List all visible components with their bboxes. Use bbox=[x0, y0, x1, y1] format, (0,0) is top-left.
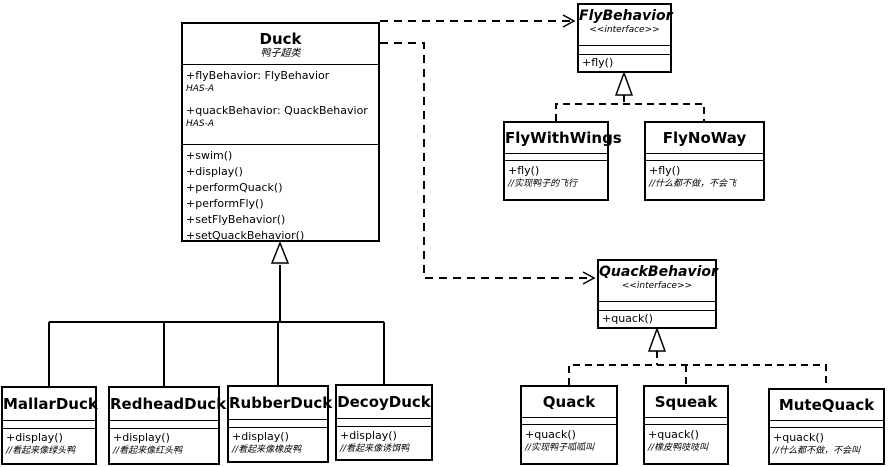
squeak-methods: +quack() //橡皮鸭吱吱叫 bbox=[645, 424, 727, 454]
quack-behavior-method: +quack() bbox=[602, 312, 653, 325]
fly-with-wings-note: //实现鸭子的飞行 bbox=[508, 179, 578, 189]
fly-behavior-interface: FlyBehavior <<interface>> +fly() bbox=[577, 3, 673, 73]
mallar-duck-methods: +display() //看起来像绿头鸭 bbox=[3, 428, 95, 457]
redhead-duck-class: RedheadDuck +display() //看起来像红头鸭 bbox=[108, 386, 227, 465]
duck-methods: +swim() +display() +performQuack() +perf… bbox=[183, 144, 378, 244]
mallar-duck-note: //看起来像绿头鸭 bbox=[6, 446, 76, 456]
rubber-duck-method: +display() bbox=[232, 430, 289, 443]
fly-behavior-name: FlyBehavior bbox=[579, 8, 673, 24]
fly-no-way-note: //什么都不做，不会飞 bbox=[649, 179, 737, 189]
squeak-note: //橡皮鸭吱吱叫 bbox=[648, 443, 709, 453]
attribute-quack-behavior: +quackBehavior: QuackBehavior bbox=[186, 104, 368, 117]
quack-realization-line bbox=[568, 351, 827, 388]
quack-behavior-interface: QuackBehavior <<interface>> +quack() bbox=[597, 259, 718, 329]
quack-name: Quack bbox=[542, 393, 596, 411]
duck-generalization-line bbox=[48, 265, 385, 386]
decoy-duck-name: DecoyDuck bbox=[337, 393, 431, 411]
fly-with-wings-method: +fly() bbox=[508, 164, 540, 177]
fly-behavior-stereotype: <<interface>> bbox=[589, 25, 660, 35]
fly-realization-line bbox=[555, 95, 705, 121]
redhead-duck-methods: +display() //看起来像红头鸭 bbox=[110, 428, 218, 457]
method-perform-quack: +performQuack() bbox=[186, 181, 283, 194]
decoy-duck-class: DecoyDuck +display() //看起来像诱饵鸭 bbox=[335, 384, 433, 461]
method-set-fly-behavior: +setFlyBehavior() bbox=[186, 213, 286, 226]
mute-quack-class: MuteQuack +quack() //什么都不做，不会叫 bbox=[768, 388, 885, 465]
fly-realization-triangle bbox=[614, 70, 634, 96]
fly-behavior-method: +fly() bbox=[582, 56, 614, 69]
redhead-duck-note: //看起来像红头鸭 bbox=[113, 446, 183, 456]
method-perform-fly: +performFly() bbox=[186, 197, 264, 210]
redhead-duck-name: RedheadDuck bbox=[110, 395, 227, 413]
quack-realization-triangle bbox=[647, 326, 667, 352]
redhead-duck-method: +display() bbox=[113, 431, 170, 444]
quack-behavior-methods: +quack() bbox=[599, 310, 715, 326]
squeak-method: +quack() bbox=[648, 428, 699, 441]
duck-attributes: +flyBehavior: FlyBehavior HAS-A +quackBe… bbox=[183, 64, 378, 144]
fly-behavior-methods: +fly() bbox=[579, 54, 670, 70]
attribute-fly-note: HAS-A bbox=[186, 84, 215, 94]
rubber-duck-name: RubberDuck bbox=[229, 394, 333, 412]
mute-quack-method: +quack() bbox=[773, 431, 824, 444]
squeak-name: Squeak bbox=[654, 393, 718, 411]
attribute-fly-behavior: +flyBehavior: FlyBehavior bbox=[186, 69, 330, 82]
mallar-duck-name: MallarDuck bbox=[3, 395, 98, 413]
quack-method: +quack() bbox=[525, 428, 576, 441]
attribute-quack-note: HAS-A bbox=[186, 119, 215, 129]
mute-quack-name: MuteQuack bbox=[778, 396, 875, 414]
rubber-duck-note: //看起来像橡皮鸭 bbox=[232, 445, 302, 455]
method-set-quack-behavior: +setQuackBehavior() bbox=[186, 229, 305, 242]
fly-with-wings-name: FlyWithWings bbox=[505, 129, 622, 147]
fly-with-wings-methods: +fly() //实现鸭子的飞行 bbox=[505, 160, 607, 190]
duck-class: Duck 鸭子超类 +flyBehavior: FlyBehavior HAS-… bbox=[181, 22, 380, 242]
quack-behavior-stereotype: <<interface>> bbox=[621, 281, 693, 291]
fly-no-way-class: FlyNoWay +fly() //什么都不做，不会飞 bbox=[644, 121, 765, 201]
decoy-duck-methods: +display() //看起来像诱饵鸭 bbox=[337, 426, 431, 455]
fly-no-way-name: FlyNoWay bbox=[662, 129, 747, 147]
mallar-duck-method: +display() bbox=[6, 431, 63, 444]
method-swim: +swim() bbox=[186, 149, 233, 162]
fly-with-wings-class: FlyWithWings +fly() //实现鸭子的飞行 bbox=[503, 121, 622, 201]
rubber-duck-class: RubberDuck +display() //看起来像橡皮鸭 bbox=[227, 385, 333, 463]
mute-quack-note: //什么都不做，不会叫 bbox=[773, 446, 861, 456]
mute-quack-methods: +quack() //什么都不做，不会叫 bbox=[770, 427, 883, 457]
quack-behavior-name: QuackBehavior bbox=[599, 264, 718, 280]
quack-class: Quack +quack() //实现鸭子呱呱叫 bbox=[520, 385, 618, 465]
duck-class-name: Duck bbox=[259, 30, 302, 48]
association-quack-line bbox=[380, 42, 596, 285]
rubber-duck-methods: +display() //看起来像橡皮鸭 bbox=[229, 427, 327, 456]
mallar-duck-class: MallarDuck +display() //看起来像绿头鸭 bbox=[1, 386, 98, 465]
method-display: +display() bbox=[186, 165, 243, 178]
duck-class-subtitle: 鸭子超类 bbox=[260, 48, 301, 59]
squeak-class: Squeak +quack() //橡皮鸭吱吱叫 bbox=[643, 385, 729, 465]
decoy-duck-method: +display() bbox=[340, 429, 397, 442]
duck-generalization-triangle bbox=[270, 240, 290, 264]
decoy-duck-note: //看起来像诱饵鸭 bbox=[340, 444, 410, 454]
quack-methods: +quack() //实现鸭子呱呱叫 bbox=[522, 424, 616, 454]
fly-no-way-methods: +fly() //什么都不做，不会飞 bbox=[646, 160, 763, 190]
quack-note: //实现鸭子呱呱叫 bbox=[525, 443, 595, 453]
fly-no-way-method: +fly() bbox=[649, 164, 681, 177]
